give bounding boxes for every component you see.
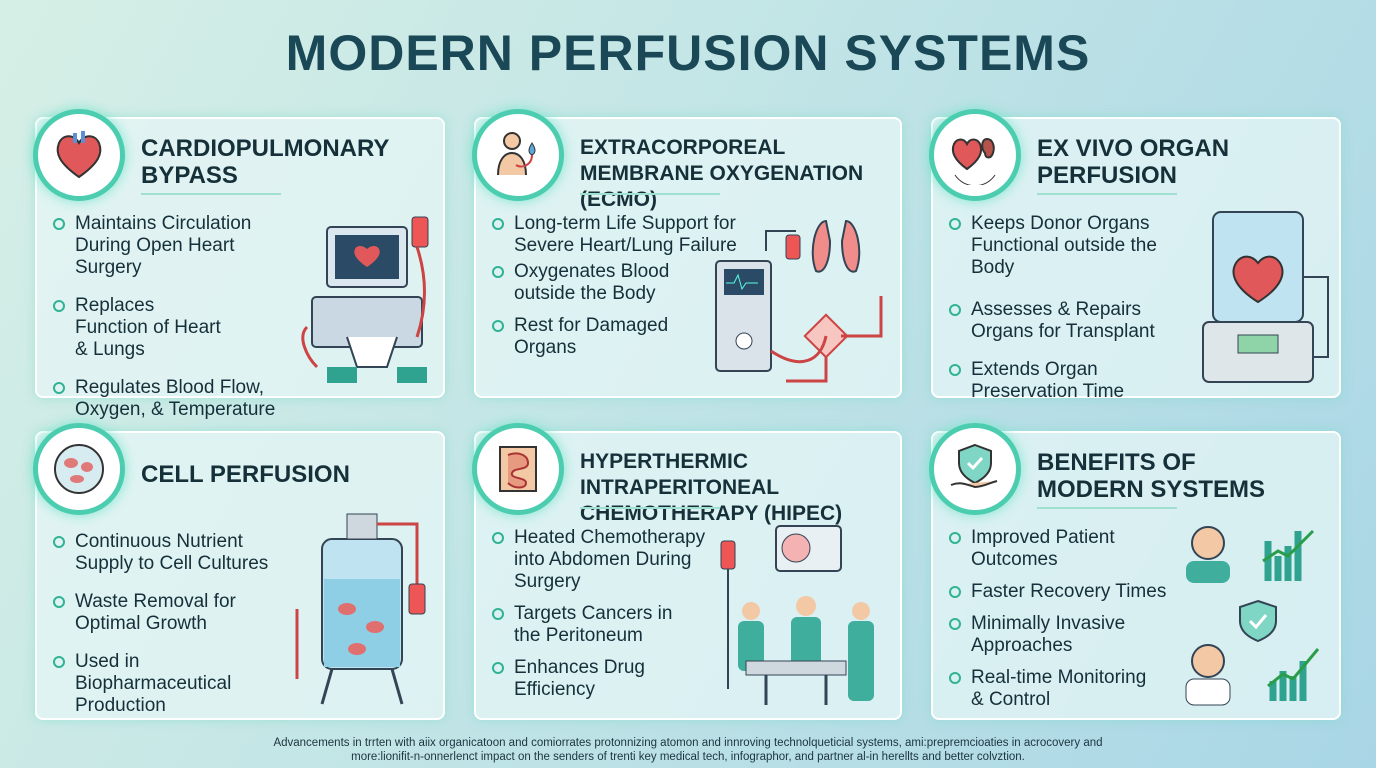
list-item: Continuous Nutrient Supply to Cell Cultu…	[51, 531, 281, 575]
cell-icon	[33, 423, 125, 515]
card-hipec: Hyperthermic Intraperitoneal Chemotherap…	[472, 423, 902, 720]
organs-icon	[929, 109, 1021, 201]
bullet-list: Maintains Circulation During Open Heart …	[51, 213, 301, 437]
list-item: Faster Recovery Times	[947, 581, 1167, 603]
card-title: Ex Vivo Organ Perfusion	[1037, 135, 1230, 189]
divider	[1037, 507, 1177, 509]
divider	[1037, 193, 1177, 195]
bypass-machine-illustration	[301, 216, 429, 383]
list-item: Keeps Donor Organs Functional outside th…	[947, 213, 1197, 279]
bullet-list: Continuous Nutrient Supply to Cell Cultu…	[51, 531, 281, 733]
card-ex-vivo-organ-perfusion: Ex Vivo Organ Perfusion Keeps Donor Orga…	[929, 109, 1341, 402]
list-item: Improved Patient Outcomes	[947, 527, 1127, 571]
ecmo-machine-illustration	[715, 219, 883, 383]
list-item: Regulates Blood Flow, Oxygen, & Temperat…	[51, 377, 291, 421]
card-benefits: Benefits of Modern Systems Improved Pati…	[929, 423, 1341, 720]
bullet-list: Long-term Life Support for Severe Heart/…	[490, 213, 760, 375]
list-item: Real-time Monitoring & Control	[947, 667, 1147, 711]
card-title: Cardiopulmonary Bypass	[141, 135, 390, 189]
list-item: Rest for Damaged Organs	[490, 315, 690, 359]
benefits-illustration	[1185, 526, 1320, 706]
organ-chamber-illustration	[1202, 211, 1329, 383]
list-item: Heated Chemotherapy into Abdomen During …	[490, 527, 720, 593]
bullet-list: Improved Patient Outcomes Faster Recover…	[947, 527, 1167, 727]
list-item: Assesses & Repairs Organs for Transplant	[947, 299, 1157, 343]
list-item: Targets Cancers in the Peritoneum	[490, 603, 690, 647]
list-item: Extends Organ Preservation Time	[947, 359, 1147, 403]
list-item: Waste Removal for Optimal Growth	[51, 591, 251, 635]
footer-line: more:lionifit-n-onnerlenct impact on the…	[351, 751, 1025, 763]
list-item: Minimally Invasive Approaches	[947, 613, 1147, 657]
list-item: Enhances Drug Efficiency	[490, 657, 680, 701]
divider	[580, 507, 720, 509]
divider	[580, 193, 720, 195]
list-item: Used in Biopharmaceutical Production	[51, 651, 251, 717]
patient-icon	[472, 109, 564, 201]
card-title: Hyperthermic Intraperitoneal Chemotherap…	[580, 450, 843, 525]
bullet-list: Heated Chemotherapy into Abdomen During …	[490, 527, 720, 717]
card-cardiopulmonary-bypass: Cardiopulmonary Bypass Maintains Circula…	[33, 109, 445, 420]
card-cell-perfusion: Cell Perfusion Continuous Nutrient Suppl…	[33, 423, 445, 720]
footer-line: Advancements in trrten with aiix organic…	[273, 737, 1103, 749]
surgery-team-illustration	[720, 525, 874, 705]
abdomen-icon	[472, 423, 564, 515]
card-title: Benefits of Modern Systems	[1037, 449, 1266, 503]
list-item: Oxygenates Blood outside the Body	[490, 261, 700, 305]
bullet-list: Keeps Donor Organs Functional outside th…	[947, 213, 1197, 419]
list-item: Long-term Life Support for Severe Heart/…	[490, 213, 760, 257]
list-item: Replaces Function of Heart & Lungs	[51, 295, 231, 361]
list-item: Maintains Circulation During Open Heart …	[51, 213, 301, 279]
heart-icon	[33, 109, 125, 201]
divider	[141, 193, 281, 195]
bioreactor-illustration	[295, 513, 426, 705]
card-ecmo: Extracorporeal Membrane Oxygenation (ECM…	[472, 109, 902, 398]
card-title: Extracorporeal Membrane Oxygenation (ECM…	[580, 136, 864, 211]
shield-hand-icon	[929, 423, 1021, 515]
footer-caption: Advancements in trrten with aiix organic…	[0, 736, 1376, 764]
page-title: MODERN PERFUSION SYSTEMS	[285, 25, 1091, 81]
card-title: Cell Perfusion	[141, 461, 350, 488]
